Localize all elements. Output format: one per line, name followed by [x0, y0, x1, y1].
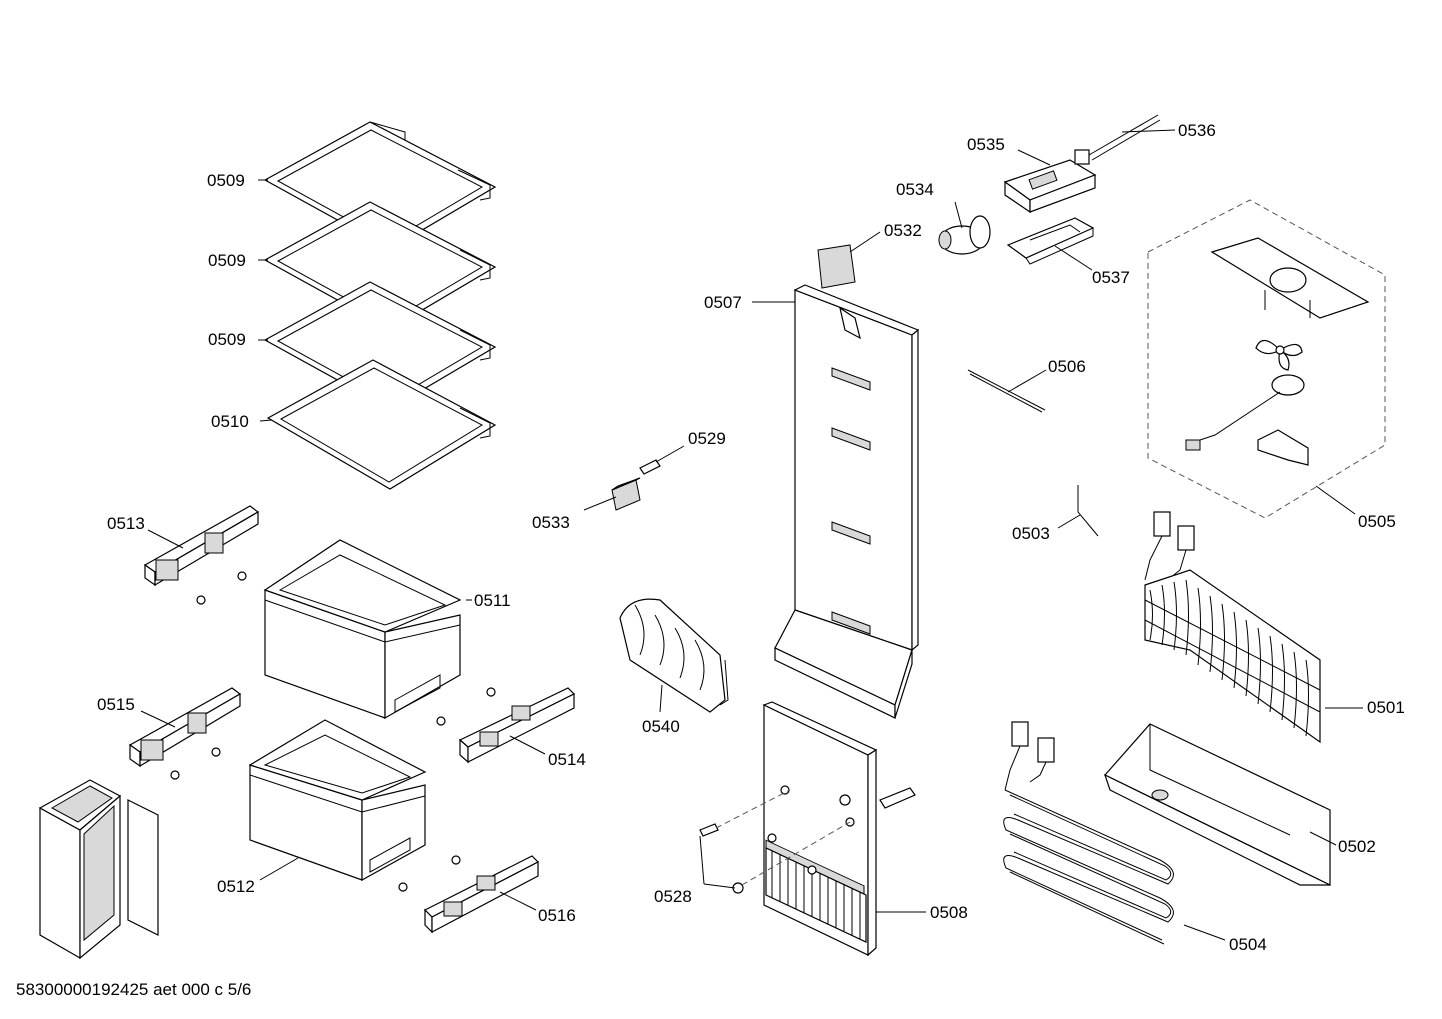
callout-0516: 0516 — [538, 906, 576, 925]
document-id: 58300000192425 aet 000 c 5/6 — [16, 980, 252, 999]
clip-0533[interactable] — [611, 477, 641, 511]
evaporator-cover-0508[interactable] — [762, 701, 916, 957]
screw-0514-a — [436, 716, 446, 726]
screw-0528-a[interactable] — [699, 823, 719, 837]
defrost-heater-0504[interactable] — [1003, 721, 1174, 945]
callout-0533: 0533 — [532, 513, 570, 532]
air-duct-0540[interactable] — [619, 598, 729, 713]
filter-cartridge[interactable] — [38, 779, 159, 960]
rear-panel-0507[interactable] — [774, 284, 920, 719]
callout-0512: 0512 — [217, 877, 255, 896]
fan-assembly-0505[interactable] — [1147, 199, 1386, 519]
drawer-rail-0516[interactable] — [423, 855, 540, 934]
callout-0513: 0513 — [107, 514, 145, 533]
drawer-rail-0514[interactable] — [458, 687, 576, 764]
screw-0513-b — [237, 571, 247, 581]
callout-0540: 0540 — [642, 717, 680, 736]
callout-0510: 0510 — [211, 412, 249, 431]
callout-0508: 0508 — [930, 903, 968, 922]
cover-grille — [765, 847, 867, 943]
drip-tray-0502[interactable] — [1103, 723, 1331, 886]
glass-shelf-0510[interactable] — [266, 359, 497, 490]
callout-0511: 0511 — [474, 591, 511, 610]
callout-0509-a: 0509 — [207, 171, 245, 190]
callout-0532: 0532 — [884, 221, 922, 240]
drawer-0511[interactable] — [263, 539, 462, 720]
lamp-cover-0537[interactable] — [1006, 217, 1095, 265]
callout-0509-b: 0509 — [208, 251, 246, 270]
callout-0534: 0534 — [896, 180, 934, 199]
evaporator-0501[interactable] — [1144, 511, 1321, 744]
sensor-0506[interactable] — [967, 369, 1046, 413]
lamp-0534[interactable] — [938, 215, 991, 255]
sensor-0503[interactable] — [1077, 485, 1099, 537]
fastener-0529[interactable] — [639, 459, 661, 475]
callout-0529: 0529 — [688, 429, 726, 448]
screw-0515-a — [170, 770, 180, 780]
callout-0536: 0536 — [1178, 121, 1216, 140]
screw-0515-b — [211, 747, 221, 757]
fan-blade — [1255, 339, 1303, 371]
callout-0502: 0502 — [1338, 837, 1376, 856]
wire-0536[interactable] — [1088, 114, 1161, 161]
screw-0514-b — [486, 687, 496, 697]
drawer-0512[interactable] — [248, 719, 427, 882]
callout-0537: 0537 — [1092, 268, 1130, 287]
callout-0528: 0528 — [654, 887, 692, 906]
callout-0515: 0515 — [97, 695, 135, 714]
lamp-housing-0535[interactable] — [1003, 149, 1097, 214]
screw-0516-a — [398, 882, 408, 892]
screw-0516-b — [451, 855, 461, 865]
callout-0501: 0501 — [1367, 698, 1405, 717]
cover-plate-0532[interactable] — [817, 244, 856, 289]
callout-0503: 0503 — [1012, 524, 1050, 543]
callout-0506: 0506 — [1048, 357, 1086, 376]
screw-0513-a — [196, 595, 206, 605]
callout-0509-c: 0509 — [208, 330, 246, 349]
drawer-rail-0513[interactable] — [143, 505, 260, 587]
callout-0505: 0505 — [1358, 512, 1396, 531]
drawer-rail-0515[interactable] — [128, 687, 242, 768]
callout-0514: 0514 — [548, 750, 586, 769]
callout-0504: 0504 — [1229, 935, 1267, 954]
callout-0507: 0507 — [704, 293, 742, 312]
callout-0535: 0535 — [967, 135, 1005, 154]
